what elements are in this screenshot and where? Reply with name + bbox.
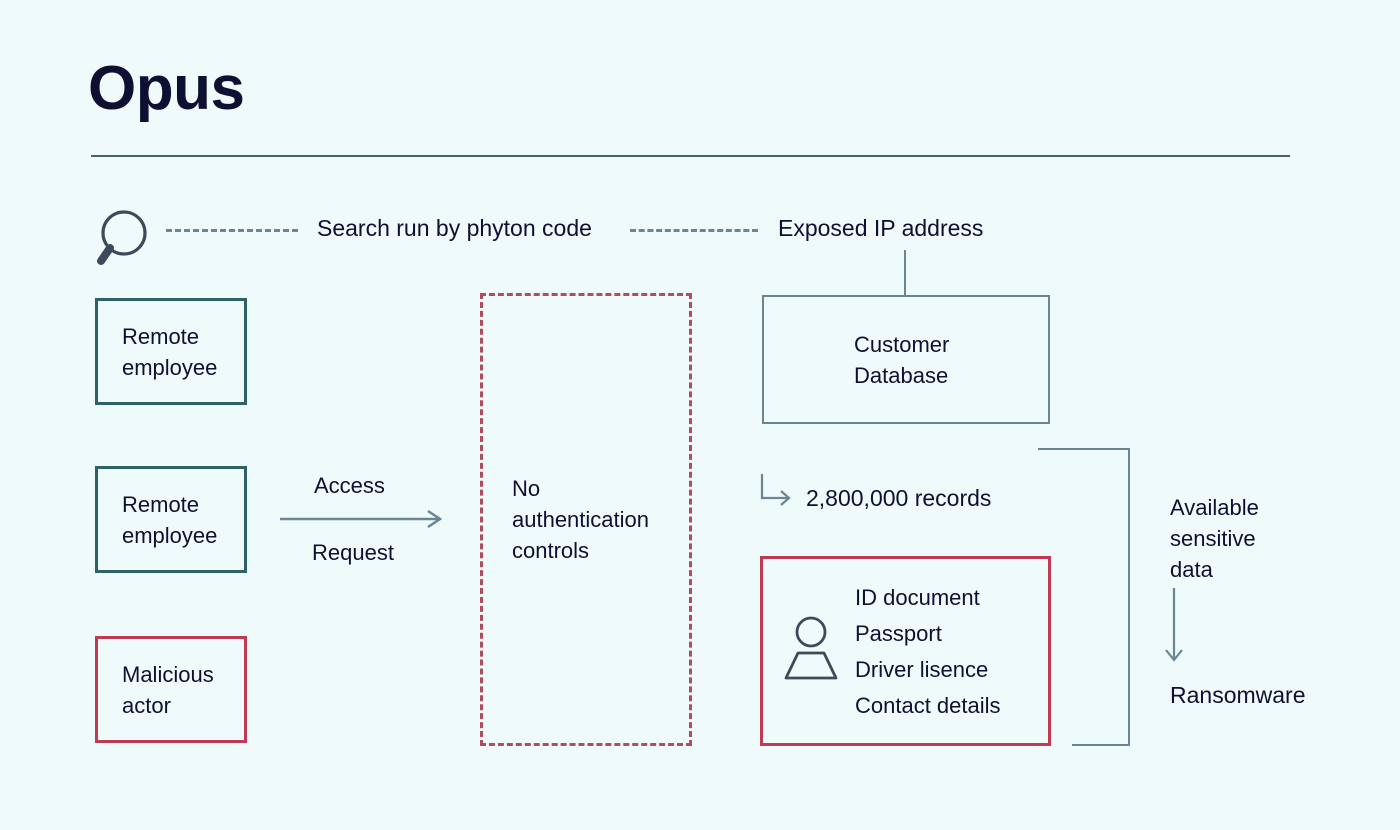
list-item: Passport — [855, 621, 942, 646]
bracket-bottom-line — [1072, 744, 1130, 746]
list-item: ID document — [855, 585, 980, 610]
records-count-label: 2,800,000 records — [806, 485, 992, 511]
access-request-arrow — [280, 509, 443, 529]
sensitive-data-box[interactable] — [760, 556, 1051, 746]
sensitive-data-list: ID document Passport Driver lisence Cont… — [855, 580, 1001, 724]
customer-database-label: Customer Database — [854, 331, 950, 388]
title-divider — [91, 155, 1290, 157]
actor-label: Remote employee — [122, 491, 218, 548]
actor-box-remote-employee-2[interactable]: Remote employee — [95, 466, 247, 573]
available-sensitive-data-label: Available sensitive data — [1170, 495, 1259, 582]
request-label: Request — [312, 540, 394, 565]
actor-label: Remote employee — [122, 323, 218, 380]
list-item: Driver lisence — [855, 657, 989, 682]
records-elbow-arrow — [760, 474, 791, 506]
customer-database-box[interactable]: Customer Database — [762, 295, 1050, 424]
no-authentication-controls-label: No authentication controls — [512, 476, 649, 563]
person-icon — [784, 616, 838, 680]
list-item: Contact details — [855, 693, 1001, 718]
dashed-connector-exposed — [630, 229, 758, 232]
actor-box-malicious-actor[interactable]: Malicious actor — [95, 636, 247, 743]
dashed-connector-search — [166, 229, 298, 232]
page-title: Opus — [88, 54, 245, 123]
access-label: Access — [314, 473, 385, 498]
search-flow-label: Search run by phyton code — [317, 215, 592, 241]
magnifying-glass-icon — [97, 210, 147, 265]
ransomware-down-arrow — [1165, 588, 1183, 662]
no-authentication-controls-box[interactable]: No authentication controls — [480, 293, 692, 746]
actor-label: Malicious actor — [122, 661, 214, 718]
exposed-ip-to-database-line — [904, 250, 906, 296]
actor-box-remote-employee-1[interactable]: Remote employee — [95, 298, 247, 405]
ransomware-label: Ransomware — [1170, 682, 1306, 708]
exposed-ip-label: Exposed IP address — [778, 215, 984, 241]
bracket-right-line — [1128, 448, 1130, 746]
bracket-top-line — [1038, 448, 1130, 450]
